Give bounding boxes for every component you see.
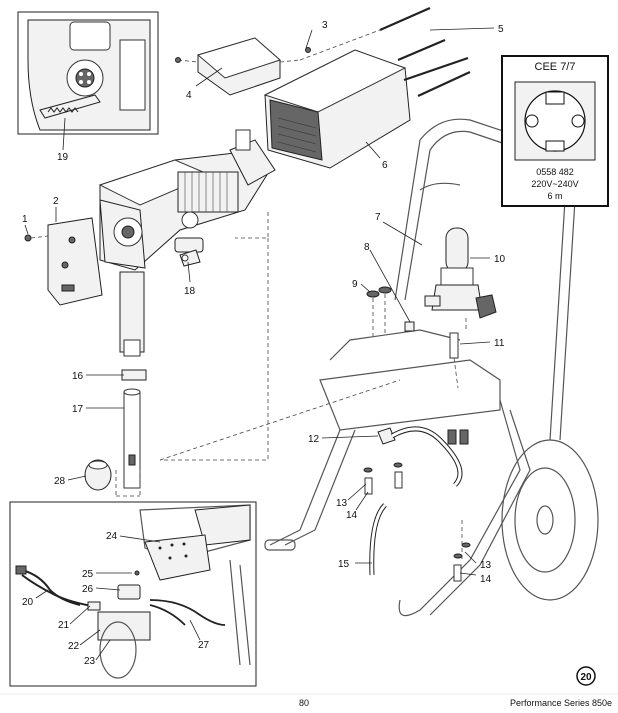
plug-cable-length: 6 m	[547, 191, 562, 201]
callout-leaders	[24, 27, 495, 661]
callout-6: 6	[382, 160, 388, 171]
callout-9: 9	[352, 279, 358, 290]
callout-26: 26	[82, 584, 94, 595]
callout-15: 15	[338, 559, 350, 570]
callout-27: 27	[198, 640, 210, 651]
front-cover-part-2	[24, 217, 103, 306]
callout-13b: 13	[480, 560, 492, 571]
callout-11: 11	[494, 338, 505, 349]
callout-numbers: 1 2 3 4 5 6 7 8 9 10 11 12 13 14 15 13 1…	[22, 20, 506, 667]
callout-8: 8	[364, 242, 370, 253]
callout-19: 19	[57, 152, 69, 163]
pressure-unit-parts	[363, 227, 497, 582]
callout-12: 12	[308, 434, 320, 445]
callout-14b: 14	[480, 574, 492, 585]
callout-24: 24	[106, 531, 118, 542]
callout-16: 16	[72, 371, 84, 382]
callout-13a: 13	[336, 498, 348, 509]
motor-cover-assembly	[175, 6, 471, 169]
inset-electrical	[9, 501, 257, 687]
plug-title: CEE 7/7	[535, 61, 576, 73]
footer-series: Performance Series 850e	[510, 698, 612, 708]
callout-2: 2	[53, 196, 59, 207]
callout-7: 7	[375, 212, 381, 223]
assembly-guide-lines	[159, 29, 401, 461]
callout-20: 20	[22, 597, 34, 608]
pump-rod-assembly	[84, 271, 147, 497]
page-badge: 20	[576, 666, 596, 686]
plug-detail-box: CEE 7/7 0558 482 220V~240V 6 m	[501, 55, 609, 207]
callout-3: 3	[322, 20, 328, 31]
callout-1: 1	[22, 214, 28, 225]
footer-page-number: 80	[299, 698, 309, 708]
callout-23: 23	[84, 656, 96, 667]
inset-detail-19	[17, 11, 159, 151]
callout-28: 28	[54, 476, 66, 487]
fitting-part-18	[179, 249, 201, 267]
callout-4: 4	[186, 90, 192, 101]
page-badge-number: 20	[580, 672, 592, 683]
callout-22: 22	[68, 641, 80, 652]
callout-25: 25	[82, 569, 94, 580]
motor-unit	[98, 129, 276, 271]
callout-21: 21	[58, 620, 70, 631]
callout-18: 18	[184, 286, 196, 297]
callout-5: 5	[498, 24, 504, 35]
callout-14a: 14	[346, 510, 358, 521]
callout-10: 10	[494, 254, 506, 265]
callout-17: 17	[72, 404, 84, 415]
plug-voltage: 220V~240V	[531, 179, 578, 189]
plug-part-number: 0558 482	[536, 167, 574, 177]
